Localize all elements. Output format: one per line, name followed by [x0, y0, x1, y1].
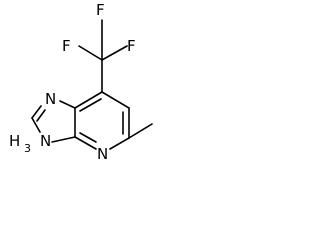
- bond-c2-n3: [31, 117, 41, 133]
- atom-f-left: F: [62, 37, 71, 55]
- bond-n3-c3a: [51, 136, 76, 143]
- bond-c5-methyl: [128, 123, 153, 139]
- bond-n1-c2-inner: [36, 109, 46, 122]
- atom-f-right: F: [127, 37, 136, 55]
- atom-n-pyridine: N: [97, 145, 108, 163]
- bond-c5-n4: [109, 137, 130, 150]
- bond-cf3-f-left: [78, 45, 103, 61]
- atom-f-top: F: [96, 1, 105, 19]
- bond-c7-c7a: [74, 91, 103, 109]
- molecule-structure: F F F N N N H 3: [9, 1, 153, 163]
- atom-n-imidazole: N: [45, 90, 56, 108]
- bond-c7a-n1: [59, 100, 76, 109]
- bond-n4-c3a-inner: [79, 132, 97, 143]
- bond-c7-c7a-inner: [79, 98, 102, 112]
- atom-h-subscript: 3: [24, 142, 31, 155]
- bond-c7-c6: [101, 91, 130, 109]
- bond-n4-c3a: [74, 136, 97, 150]
- bond-n1-c2: [31, 105, 42, 119]
- atom-n-h: N: [40, 132, 51, 150]
- bond-cf3-f-right: [101, 45, 128, 61]
- atom-h: H: [9, 132, 20, 150]
